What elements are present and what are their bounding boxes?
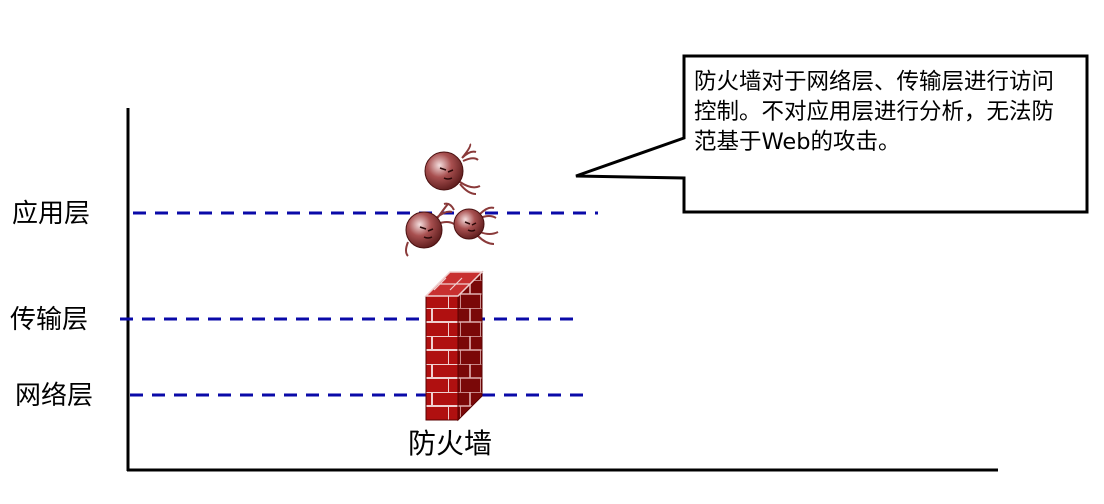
attacker-ball-icon: [424, 143, 481, 195]
callout-bubble: [575, 54, 1089, 214]
callout-text: 防火墙对于网络层、传输层进行访问控制。不对应用层进行分析，无法防范基于Web的攻…: [694, 69, 1055, 155]
brick-wall-icon: [424, 270, 484, 422]
application-layer-label: 应用层: [12, 199, 91, 229]
firewall-label: 防火墙: [408, 427, 493, 460]
attacker-ball-icon: [405, 203, 455, 257]
transport-layer-label: 传输层: [10, 305, 89, 335]
network-layer-label: 网络层: [15, 381, 94, 411]
attacker-ball-icon: [443, 202, 499, 245]
